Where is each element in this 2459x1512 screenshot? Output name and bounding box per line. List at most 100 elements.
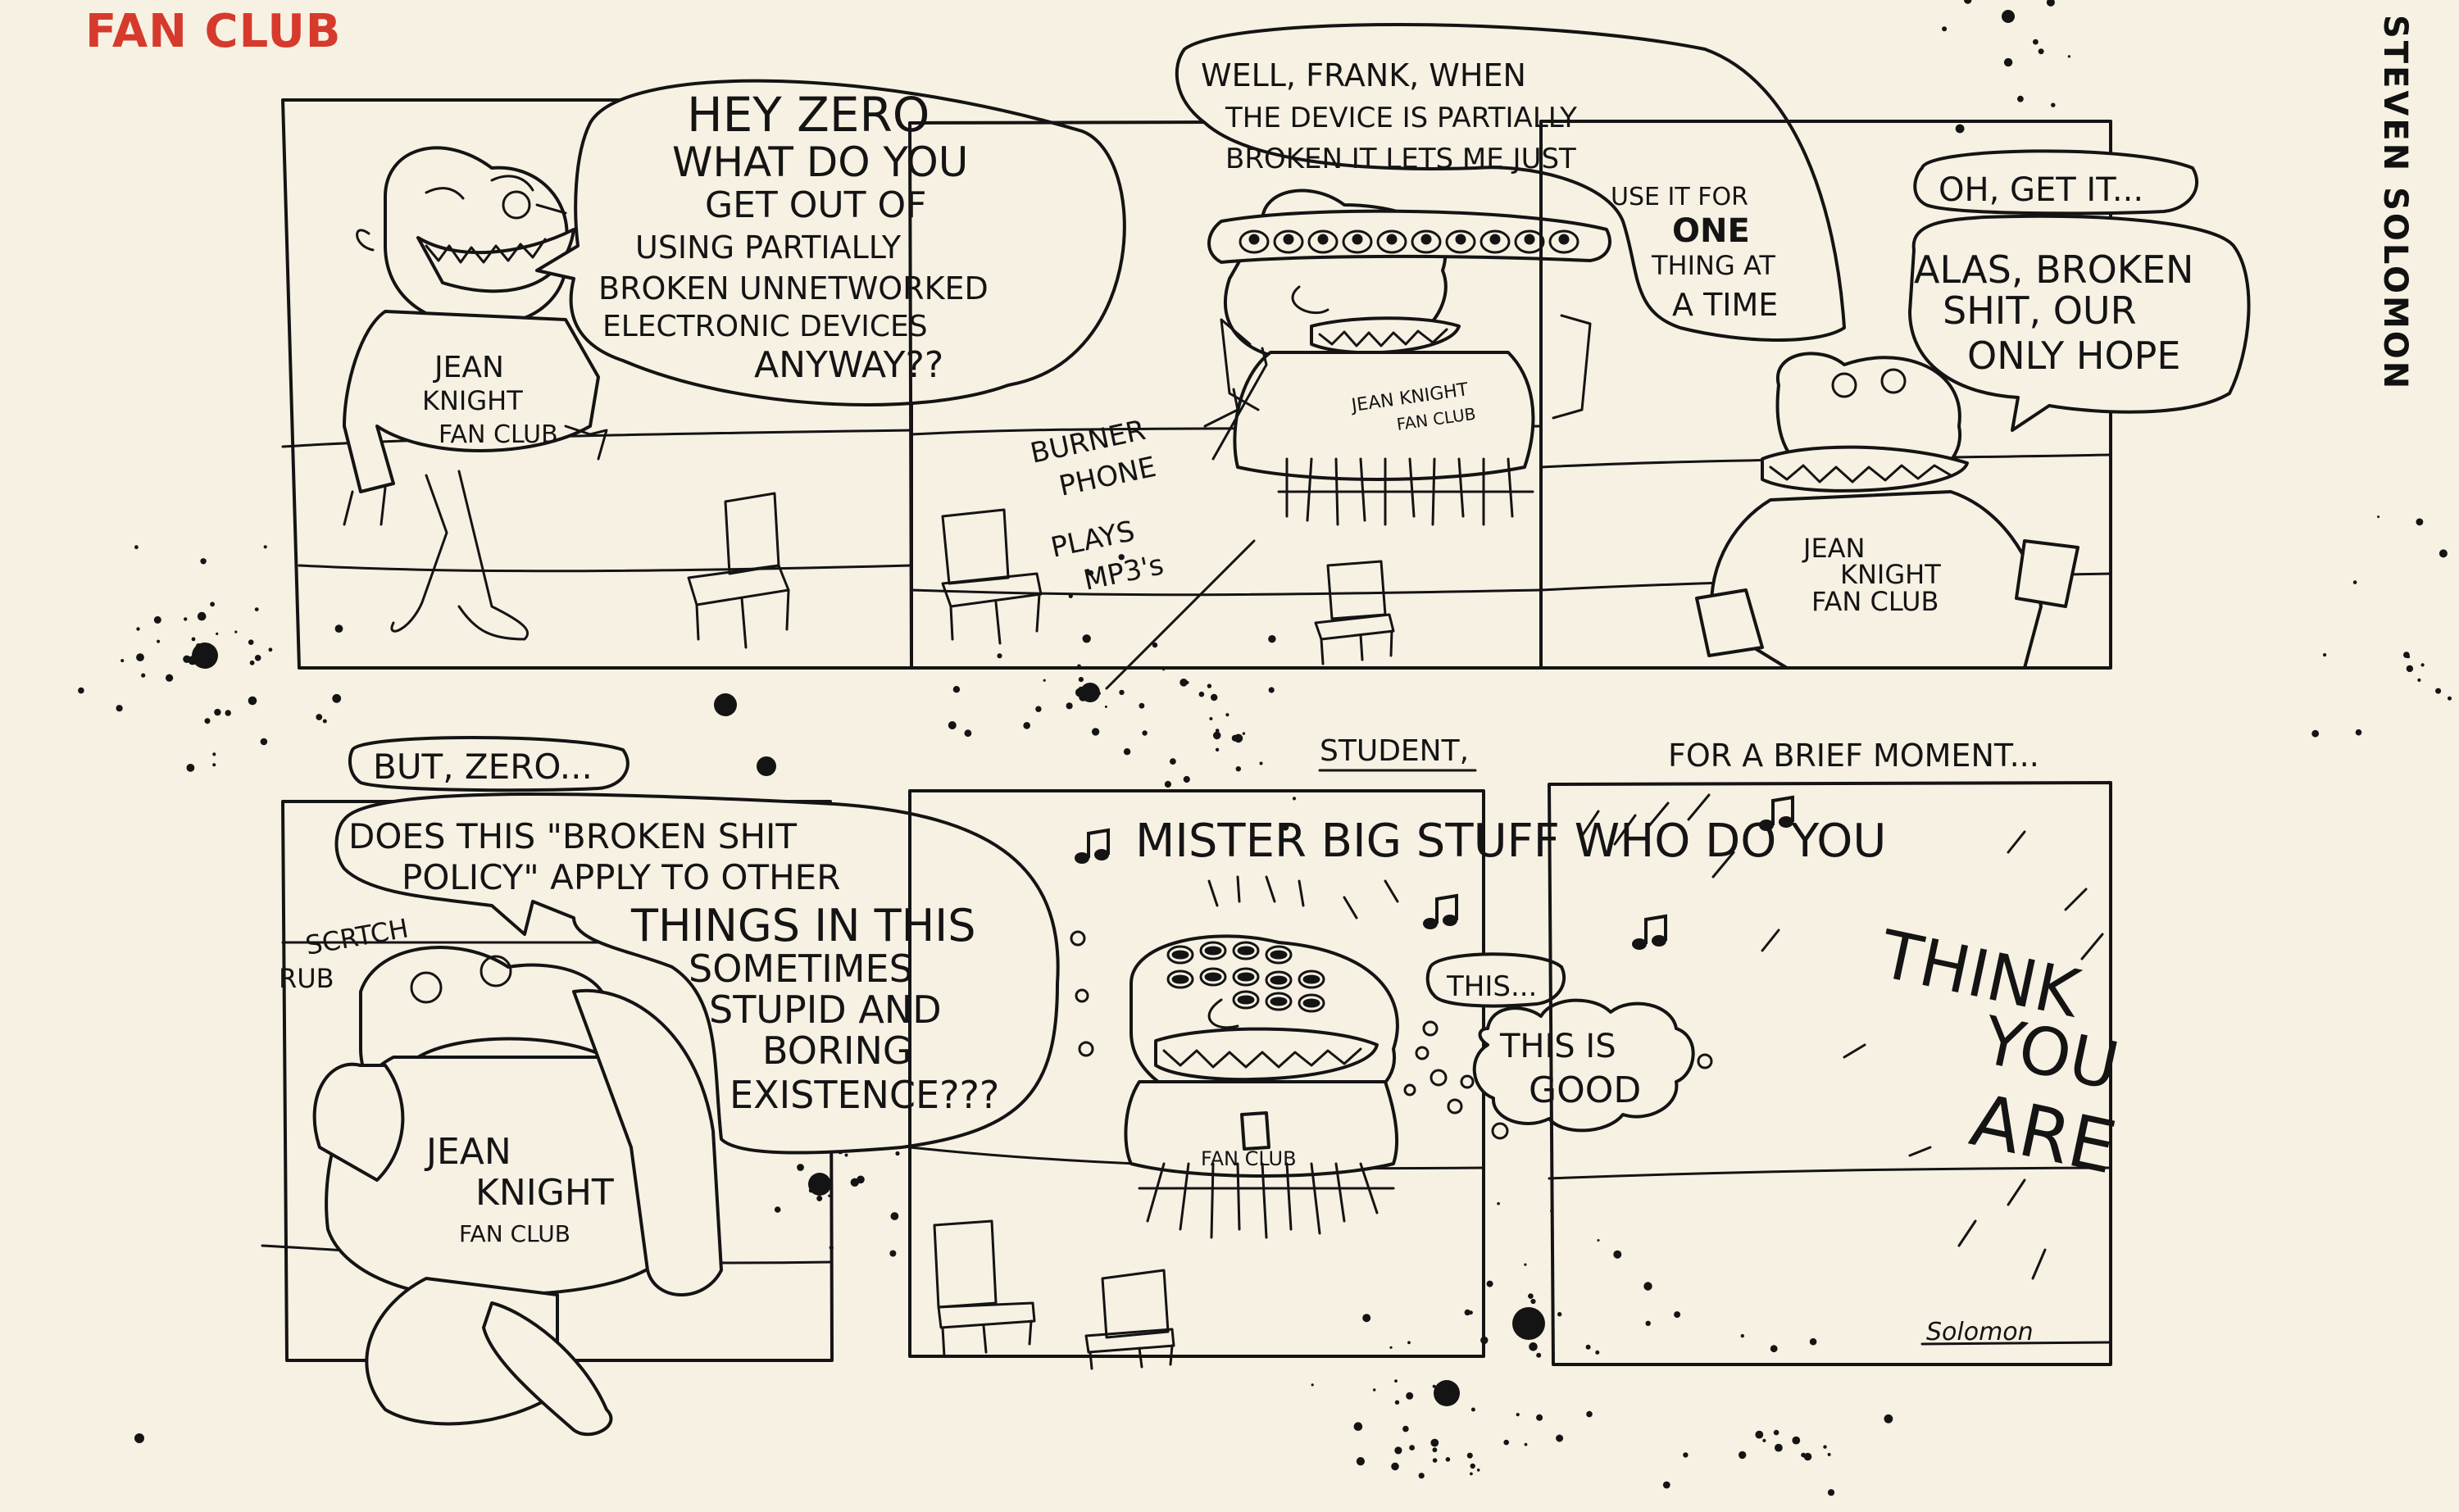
p2-line-7: A TIME (1672, 287, 1778, 323)
panel-1-character (343, 146, 608, 641)
panel-1-balloon-text: HEY ZERO WHAT DO YOU GET OUT OF USING PA… (598, 87, 989, 386)
ink-blot (714, 693, 737, 716)
ink-dot (2033, 39, 2039, 45)
ink-dot (1170, 758, 1176, 765)
eye (1239, 229, 1270, 254)
eye (1265, 945, 1293, 965)
p3-shirt-2: KNIGHT (1840, 559, 1941, 590)
eye (1376, 229, 1407, 254)
p5-shirt: FAN CLUB (1201, 1147, 1297, 1170)
ink-dot (1234, 733, 1243, 743)
ink-blot (134, 1433, 144, 1443)
ink-dot (797, 1164, 804, 1171)
ink-dot (2407, 655, 2411, 659)
pupil (1248, 234, 1260, 245)
p4-line-6: BORING (762, 1028, 912, 1073)
ink-dot (1942, 26, 1948, 32)
ink-dot (2038, 48, 2044, 55)
ink-dot (225, 710, 231, 716)
ink-dot (1762, 1438, 1766, 1442)
ink-dot (1755, 1430, 1764, 1439)
ink-dot (204, 718, 211, 724)
ink-blot (757, 756, 776, 776)
p1-line-7: ANYWAY?? (754, 344, 943, 386)
p5-caption: STUDENT, (1320, 734, 1469, 768)
ink-dot (1118, 554, 1125, 561)
panel-4-speech-balloon (334, 792, 1060, 1155)
panel-5-character (1124, 934, 1399, 1239)
ink-dot (1430, 1438, 1439, 1447)
ink-dot (2352, 580, 2357, 584)
panel-5-eye-cluster (1166, 941, 1325, 1013)
ink-dot (254, 607, 259, 611)
ink-dot (1394, 1400, 1400, 1405)
ink-blot (1434, 1380, 1460, 1406)
eye (1411, 229, 1442, 254)
ink-dot (2311, 729, 2320, 738)
ink-dot (1394, 1446, 1402, 1455)
ink-dot (1152, 642, 1158, 648)
panel-4-character (312, 946, 723, 1437)
ink-dot (1739, 1451, 1747, 1460)
ink-dot (1792, 1436, 1801, 1445)
ink-dot (214, 708, 221, 716)
ink-dot (816, 1195, 823, 1201)
panel-2-chair-right (1314, 560, 1395, 665)
pupil (1455, 234, 1466, 245)
pupil (1302, 974, 1320, 984)
p1-shirt-1: JEAN (433, 351, 504, 384)
ink-dot (1209, 717, 1213, 720)
p3-line-3: ONLY HOPE (1967, 334, 2180, 378)
ink-dot (1613, 1250, 1622, 1259)
panel-3-character (1695, 352, 2079, 670)
eye (1298, 969, 1325, 989)
p4-shirt-2: KNIGHT (475, 1172, 614, 1214)
ink-dot (1827, 1452, 1831, 1456)
ink-dot (1775, 1443, 1783, 1452)
ink-dot (1643, 1282, 1652, 1291)
ink-dot (197, 611, 207, 621)
eye (1265, 970, 1293, 990)
ink-dot (248, 696, 257, 706)
ink-dot (1466, 1452, 1473, 1459)
ink-dot (1082, 634, 1091, 643)
panel-5-chair-left (933, 1219, 1036, 1358)
ink-dot (210, 602, 215, 607)
ink-dot (1180, 679, 1188, 687)
eye (1232, 990, 1260, 1010)
pupil (1171, 974, 1189, 984)
ink-dot (216, 632, 219, 636)
ink-dot (1409, 1445, 1415, 1451)
panel-5-thought-balloon (1070, 930, 1713, 1140)
ink-dot (1078, 677, 1084, 683)
p4-shirt-3: FAN CLUB (459, 1220, 570, 1247)
ink-dot (120, 659, 125, 663)
panel-4-speech-balloon-small (348, 736, 630, 792)
ink-dot (316, 714, 323, 720)
p4-line-3: THINGS IN THIS (630, 900, 975, 951)
panel-2-floor (910, 588, 1543, 597)
ink-dot (774, 1206, 781, 1213)
panel-5-music-lines (1207, 875, 1399, 919)
ink-blot (1512, 1307, 1545, 1340)
panel-3-speech-balloon-small (1913, 149, 2198, 216)
ink-dot (136, 653, 144, 661)
ink-dot (948, 721, 957, 729)
panel-2-chair-left (941, 508, 1043, 645)
ink-dot (1282, 824, 1289, 831)
panel-5-text: STUDENT, MISTER BIG STUFF WHO DO YOU THI… (1135, 734, 1886, 1170)
p5-small: THIS... (1446, 970, 1537, 1003)
ink-dot (1470, 1407, 1475, 1412)
ink-dot (1198, 691, 1205, 697)
ink-dot (1185, 680, 1189, 685)
ink-dot (1139, 702, 1145, 709)
p4-small: BUT, ZERO... (373, 747, 593, 787)
ink-dot (1123, 748, 1131, 756)
ink-dot (1418, 1473, 1425, 1479)
p1-line-5: BROKEN UNNETWORKED (598, 270, 989, 306)
music-note-icon (1423, 893, 1458, 929)
eye (1273, 229, 1304, 254)
panel-2-speech-balloon (1175, 23, 1846, 342)
ink-dot (850, 1178, 860, 1187)
